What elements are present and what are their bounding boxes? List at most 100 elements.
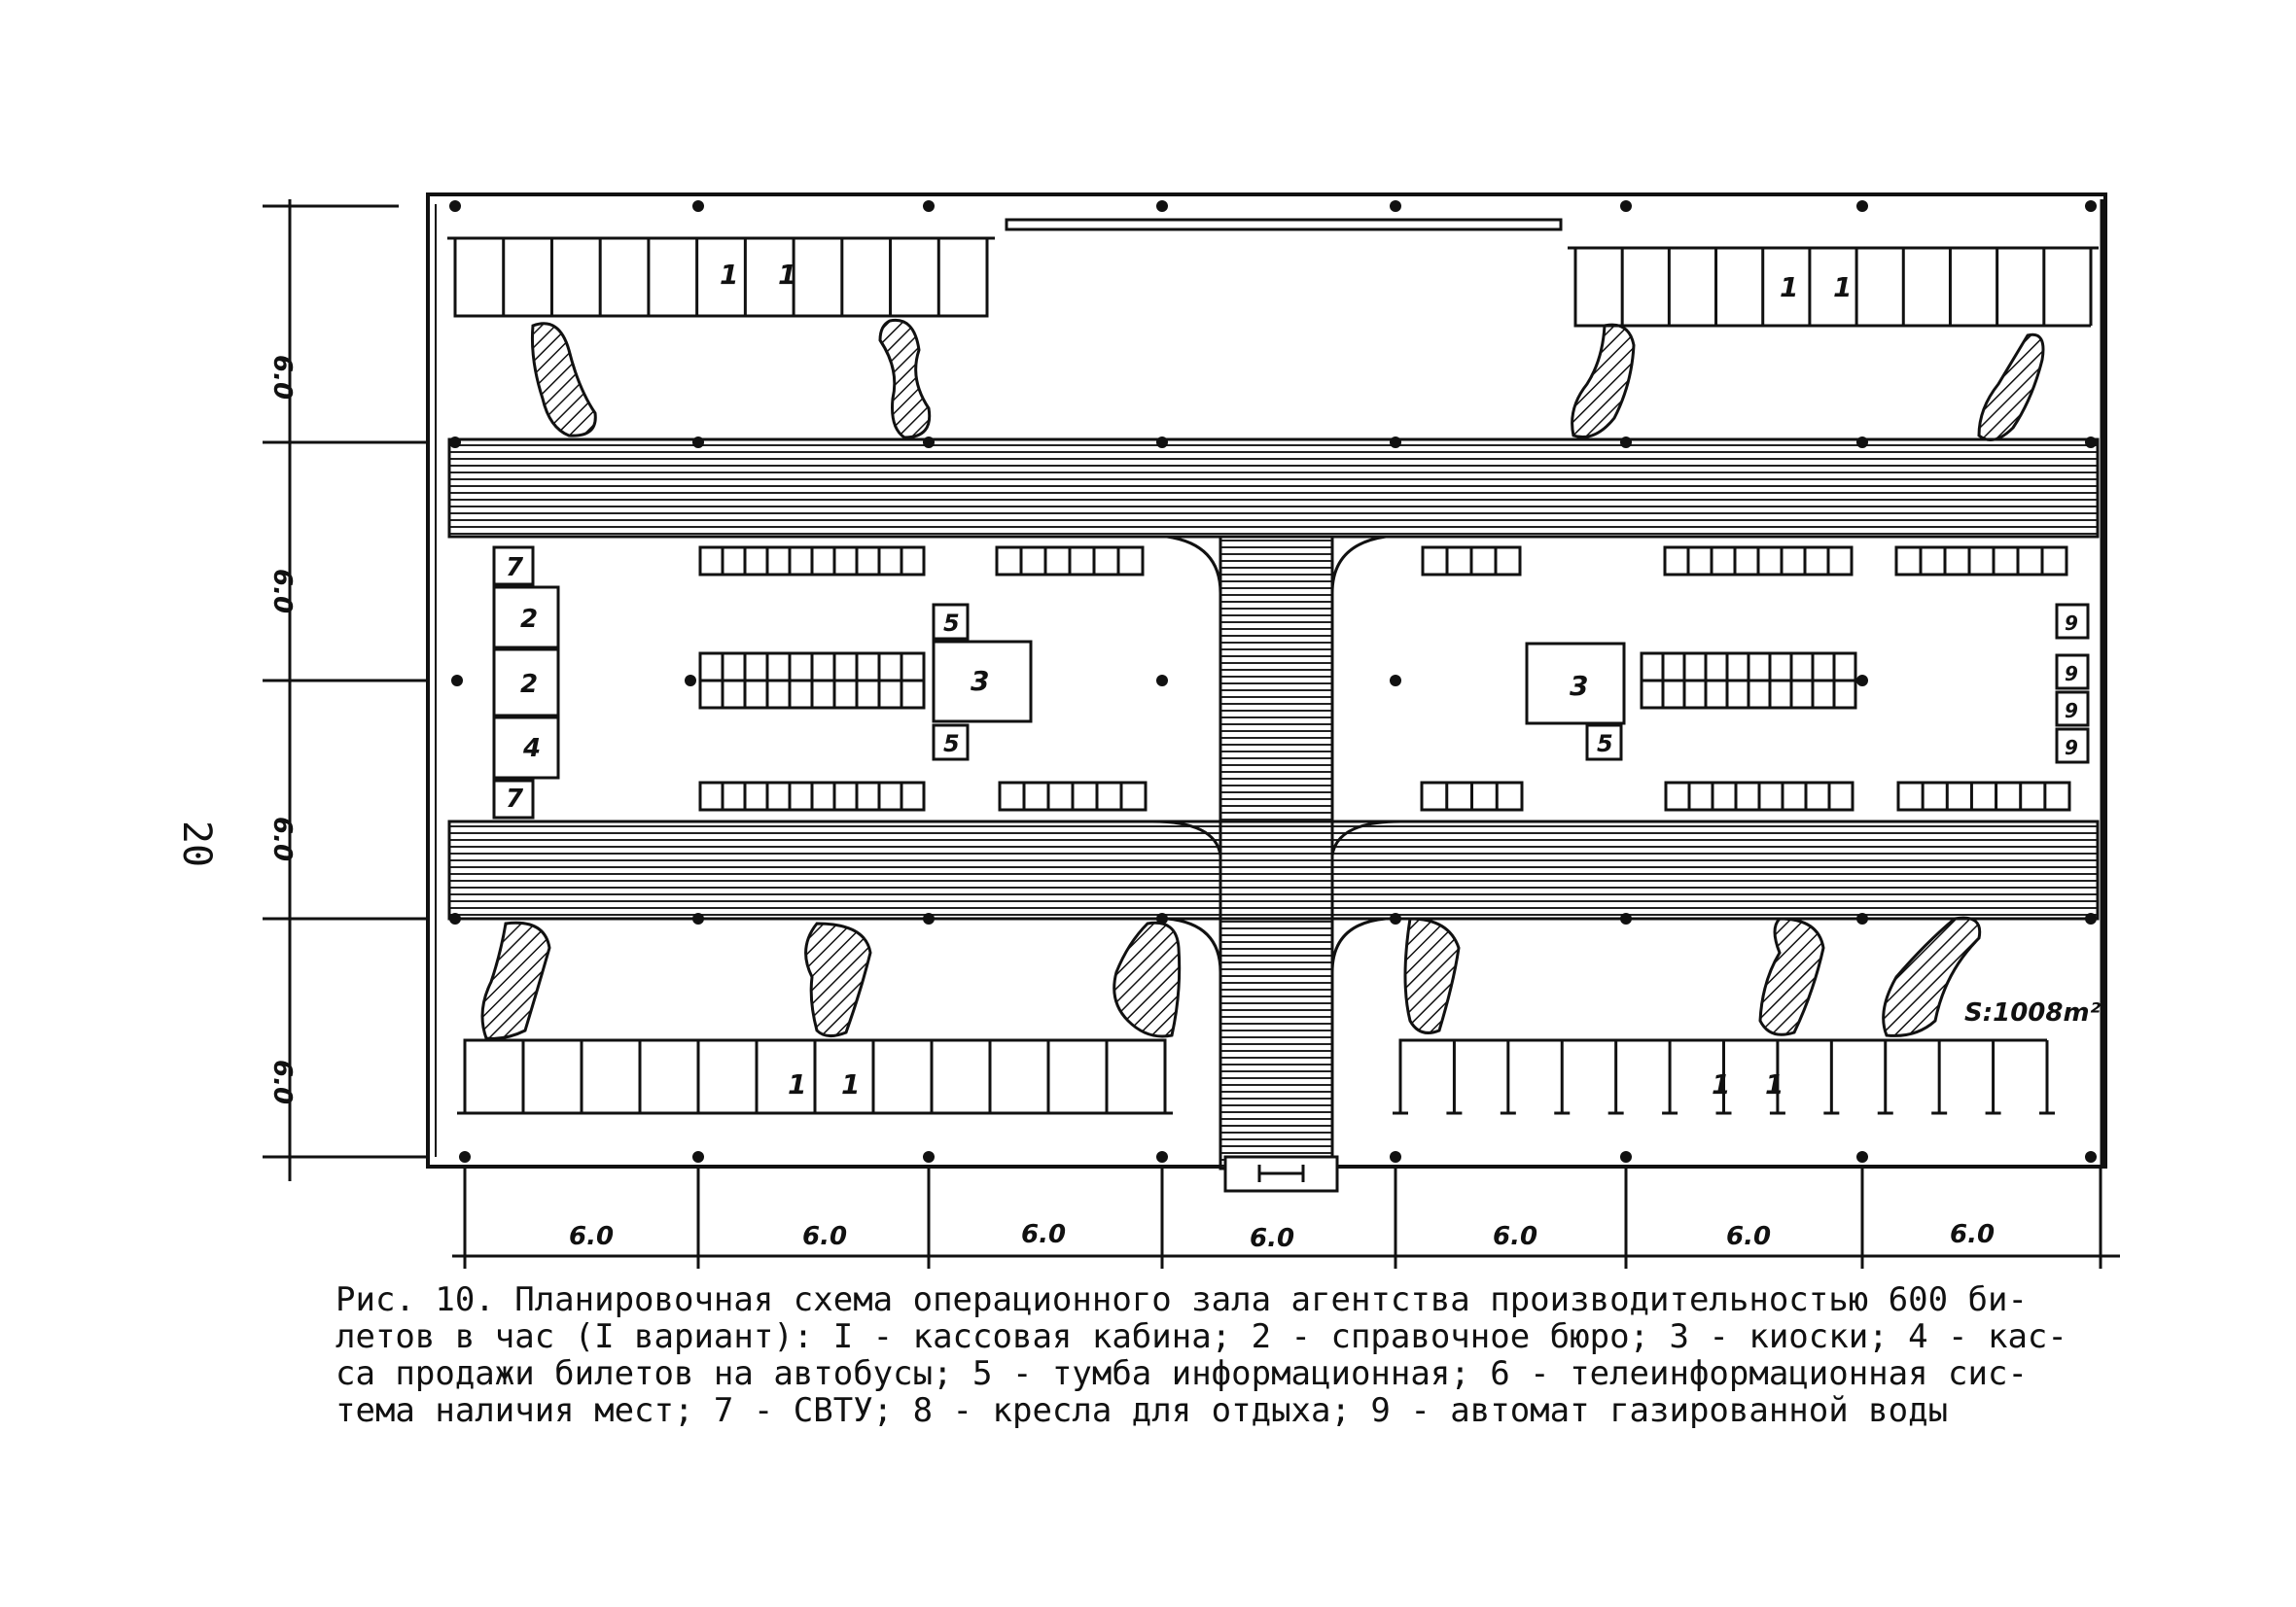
cashier-number: 1	[720, 259, 738, 291]
column-dot	[2085, 913, 2097, 925]
info-bureau-number: 2	[520, 605, 538, 634]
column-dot	[2085, 437, 2097, 448]
column-dot	[1156, 1151, 1168, 1163]
column-dot	[1390, 1151, 1401, 1163]
dimension-label: 6.0	[1950, 1220, 1995, 1249]
window-bar	[1005, 218, 1563, 231]
cashier-number: 1	[1712, 1068, 1730, 1100]
column-dot	[1856, 1151, 1868, 1163]
water-machine-number: 9	[2065, 736, 2078, 759]
column-dot	[459, 1151, 471, 1163]
column-dot	[1620, 913, 1632, 925]
column-dot	[1856, 200, 1868, 212]
horizontal-dimension-line	[452, 1167, 2120, 1269]
cashier-block-top-right	[1568, 246, 2099, 328]
dimension-label: 6.0	[1250, 1224, 1294, 1253]
info-stand-number: 5	[943, 730, 960, 757]
caption-line: са продажи билетов на автобусы; 5 - тумб…	[336, 1354, 2028, 1393]
column-dot	[1156, 200, 1168, 212]
kiosk-number: 3	[971, 665, 989, 697]
column-dot	[1620, 437, 1632, 448]
column-dot	[449, 437, 461, 448]
column-dot	[449, 200, 461, 212]
left-wall-items	[492, 545, 560, 820]
water-machines	[2055, 603, 2090, 764]
cashier-number: 1	[1780, 271, 1798, 303]
figure-caption: Рис. 10. Планировочная схема операционно…	[336, 1281, 2105, 1429]
area-label: S:1008m²	[1964, 998, 2102, 1028]
column-dot	[685, 675, 696, 686]
seat-row	[698, 781, 926, 812]
dimension-label: 6.0	[267, 569, 297, 613]
kiosks	[932, 603, 1626, 761]
dimension-label: 6.0	[569, 1222, 614, 1251]
page-number: 20	[174, 820, 220, 868]
kiosk-number: 3	[1570, 670, 1588, 702]
column-dot	[1856, 913, 1868, 925]
water-machine-number: 9	[2065, 699, 2078, 722]
seat-row	[1664, 781, 1854, 812]
corridor-top	[447, 437, 2100, 539]
queue-zones	[480, 318, 2045, 1040]
water-machine-number: 9	[2065, 611, 2078, 635]
cashier-number: 1	[1765, 1068, 1784, 1100]
svtu-number: 7	[506, 553, 524, 582]
corridor-center	[1219, 535, 1334, 1170]
cashier-block-bottom-right	[1393, 1038, 2055, 1115]
column-dot	[449, 913, 461, 925]
caption-line: летов в час (I вариант): I - кассовая ка…	[336, 1317, 2067, 1356]
column-dot	[1156, 913, 1168, 925]
column-dot	[1156, 437, 1168, 448]
cashier-block-bottom-left	[457, 1038, 1173, 1115]
column-dot	[923, 913, 935, 925]
column-dot	[1390, 913, 1401, 925]
info-stand-number: 5	[1597, 730, 1613, 757]
dimension-label: 6.0	[267, 817, 297, 861]
column-dot	[2085, 200, 2097, 212]
column-dot	[923, 200, 935, 212]
corridor-center-curves	[1151, 535, 1401, 973]
seat-row	[998, 781, 1148, 812]
seat-row	[995, 545, 1145, 576]
dimension-label: 6.0	[1493, 1222, 1537, 1251]
column-dot	[1390, 437, 1401, 448]
column-dot	[2085, 1151, 2097, 1163]
cashier-number: 1	[788, 1068, 806, 1100]
dimension-label: 6.0	[267, 355, 297, 400]
dimension-label: 6.0	[1021, 1220, 1066, 1249]
seat-row	[1421, 545, 1522, 576]
column-dot	[1390, 675, 1401, 686]
column-dot	[1156, 675, 1168, 686]
caption-line: Рис. 10. Планировочная схема операционно…	[336, 1280, 2028, 1319]
column-dot	[692, 200, 704, 212]
column-dot	[923, 437, 935, 448]
water-machine-number: 9	[2065, 662, 2078, 685]
seat-row	[1420, 781, 1524, 812]
cashier-number: 1	[1833, 271, 1852, 303]
seat-row	[698, 545, 926, 576]
column-dot	[692, 1151, 704, 1163]
cashier-number: 1	[778, 259, 796, 291]
column-dots	[449, 200, 2097, 1163]
seat-row	[1640, 651, 1857, 710]
column-dot	[451, 675, 463, 686]
svtu-number: 7	[506, 785, 524, 814]
seat-row	[698, 651, 926, 710]
column-dot	[1856, 675, 1868, 686]
column-dot	[1856, 437, 1868, 448]
column-dot	[1620, 200, 1632, 212]
column-dot	[692, 437, 704, 448]
cashier-block-top-left	[447, 236, 995, 318]
column-dot	[1390, 200, 1401, 212]
vertical-dimension-line	[263, 199, 428, 1181]
caption-line: тема наличия мест; 7 - СВТУ; 8 - кресла …	[336, 1391, 1949, 1430]
column-dot	[692, 913, 704, 925]
bus-ticket-desk-number: 4	[522, 734, 541, 763]
column-dot	[1620, 1151, 1632, 1163]
dimension-label: 6.0	[267, 1060, 297, 1104]
seat-row	[1663, 545, 1854, 576]
seat-rows	[698, 545, 2071, 812]
dimension-label: 6.0	[802, 1222, 847, 1251]
